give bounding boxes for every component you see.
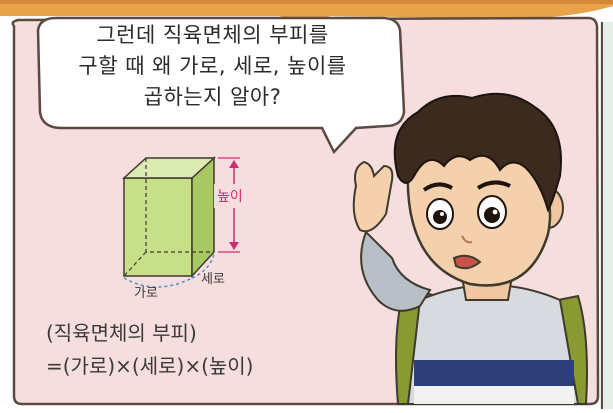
speech-line: 곱하는지 알아? (143, 85, 282, 109)
depth-label: 세로 (201, 272, 225, 287)
boy-character (352, 92, 588, 405)
volume-formula: (직육면체의 부피) =(가로)×(세로)×(높이) (46, 317, 254, 383)
speech-bubble (36, 16, 406, 155)
speech-line: 그런데 직육면체의 부피를 (96, 23, 329, 47)
formula-line: (직육면체의 부피) (46, 321, 197, 345)
speech-line: 구할 때 왜 가로, 세로, 높이를 (78, 54, 347, 78)
width-label: 가로 (134, 286, 158, 301)
speech-bubble-text: 그런데 직육면체의 부피를 구할 때 왜 가로, 세로, 높이를 곱하는지 알아… (40, 20, 385, 113)
cuboid-front-face (123, 177, 193, 277)
height-label: 높이 (217, 189, 243, 205)
cuboid-diagram (122, 156, 254, 288)
formula-line: =(가로)×(세로)×(높이) (46, 354, 254, 378)
width-arc (123, 277, 193, 288)
depth-arc (191, 253, 215, 279)
